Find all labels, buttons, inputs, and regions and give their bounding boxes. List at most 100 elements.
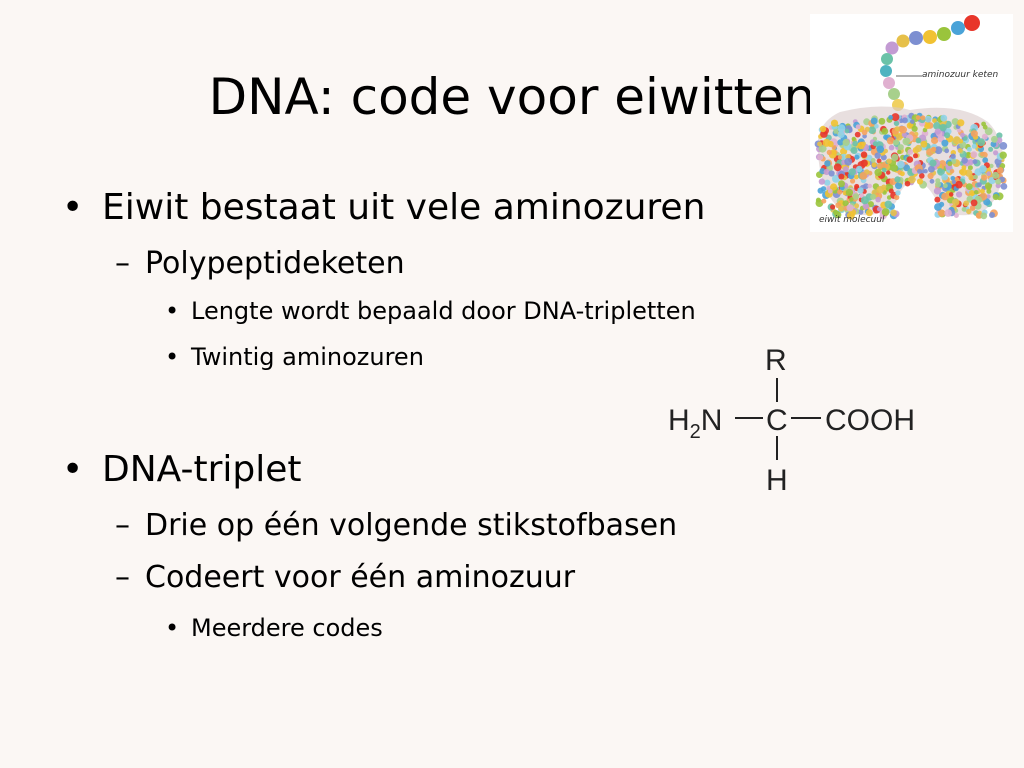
protein-bead (924, 115, 932, 123)
protein-bead (868, 126, 877, 134)
protein-bead (860, 196, 869, 205)
protein-bead (984, 182, 993, 190)
protein-bead (923, 169, 928, 174)
protein-bead (906, 156, 914, 163)
protein-bead (963, 136, 968, 141)
protein-bead (888, 188, 894, 194)
protein-bead (846, 211, 855, 220)
protein-bead (818, 144, 827, 153)
protein-bead (953, 213, 959, 218)
structure-formula: R H2N C COOH H (668, 344, 915, 497)
protein-bead (895, 190, 901, 196)
protein-bead (867, 183, 872, 189)
protein-bead (982, 157, 989, 164)
protein-bead (908, 175, 916, 184)
protein-bead (972, 159, 978, 165)
protein-bead (832, 174, 840, 183)
protein-bead (861, 129, 868, 136)
bullet-text: Meerdere codes (191, 614, 383, 642)
protein-bead (833, 128, 839, 134)
protein-bead (891, 153, 899, 161)
bullet-mark: • (165, 614, 180, 642)
protein-bead (819, 125, 827, 133)
protein-bead (984, 127, 993, 136)
protein-bead (966, 208, 972, 215)
protein-bead (854, 154, 860, 160)
protein-bead (890, 209, 897, 217)
bullet-text: Codeert voor één aminozuur (145, 560, 576, 595)
bullet-mark: – (115, 560, 130, 595)
protein-bead (929, 159, 937, 167)
protein-bead (915, 115, 921, 120)
protein-bead (899, 171, 905, 177)
protein-bead (906, 122, 914, 129)
protein-bead (830, 119, 839, 127)
protein-bead (876, 206, 882, 212)
protein-beads (814, 112, 1008, 220)
protein-bead (827, 188, 833, 194)
protein-bead (979, 165, 987, 173)
protein-bead (831, 144, 837, 150)
protein-bead (901, 117, 908, 124)
protein-bead (952, 136, 961, 145)
protein-bead (967, 165, 973, 171)
bullet-mark: • (62, 449, 84, 490)
protein-bead (845, 188, 854, 197)
protein-bead (862, 134, 867, 139)
protein-bead (880, 154, 887, 161)
bullet-text: Drie op één volgende stikstofbasen (145, 508, 678, 543)
protein-bead (859, 172, 868, 180)
protein-bead (916, 178, 924, 185)
hydrogen: H (766, 464, 788, 497)
protein-bead (960, 132, 965, 138)
protein-bead (840, 153, 848, 161)
protein-bead (914, 144, 922, 153)
protein-bead (882, 167, 887, 173)
protein-bead (890, 164, 898, 172)
bullet-text: DNA-triplet (102, 449, 302, 490)
bullet-mark: • (62, 187, 84, 228)
protein-bead (961, 157, 968, 164)
bullet-text: Twintig aminozuren (191, 343, 424, 371)
amino-acid-chain (880, 15, 980, 111)
protein-bead (860, 151, 868, 158)
protein-bead (830, 149, 837, 156)
slide-title: DNA: code voor eiwitten (208, 68, 816, 126)
protein-bead (838, 206, 844, 212)
protein-bead (927, 172, 934, 180)
protein-bead (956, 128, 962, 133)
protein-bead (871, 162, 877, 168)
protein-bead (822, 138, 831, 147)
protein-bead (891, 113, 900, 122)
protein-bead (894, 126, 900, 132)
protein-bead (854, 203, 860, 209)
protein-bead (838, 173, 845, 180)
protein-bead (883, 148, 888, 154)
protein-bead (957, 119, 965, 127)
protein-bead (856, 165, 863, 173)
protein-bead (870, 117, 878, 125)
protein-bead (992, 171, 1000, 179)
protein-bead (833, 163, 842, 172)
chain-label: aminozuur keten (922, 70, 999, 80)
protein-bead (904, 180, 911, 187)
bullet-mark: – (115, 246, 130, 281)
protein-bead (850, 147, 858, 154)
protein-bead (988, 146, 994, 152)
protein-bead (996, 132, 1003, 139)
protein-bead (881, 208, 890, 216)
protein-bead (957, 148, 963, 153)
protein-bead (888, 115, 893, 120)
protein-drawing (814, 15, 1008, 220)
protein-bead (956, 191, 963, 198)
protein-bead (940, 114, 948, 122)
protein-bead (928, 165, 935, 173)
protein-bead (878, 117, 886, 125)
protein-illustration: aminozuur keten eiwit molecuul (810, 14, 1013, 232)
protein-bead (899, 126, 907, 134)
protein-bead (944, 132, 951, 139)
amine-h: H (668, 404, 690, 437)
bullet-text: Polypeptideketen (145, 246, 405, 281)
protein-bead (886, 170, 891, 175)
protein-bead (932, 118, 937, 124)
